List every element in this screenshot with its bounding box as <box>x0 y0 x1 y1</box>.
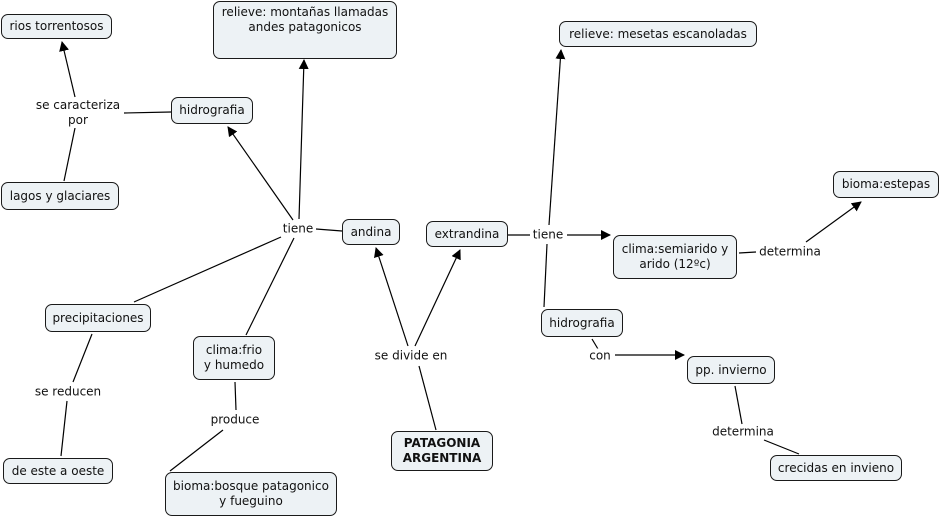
line-hidro-to-secaracteriza <box>123 111 172 114</box>
arrow-to-relieve-andes <box>298 59 309 220</box>
line-andina-to-tiene <box>315 228 343 232</box>
link-se-divide-en[interactable]: se divide en <box>372 348 450 364</box>
node-relieve-andes[interactable]: relieve: montañas llamadas andes patagon… <box>213 1 397 59</box>
node-relieve-mesetas[interactable]: relieve: mesetas escanoladas <box>559 21 757 47</box>
line-sereducen-to-este <box>60 400 68 457</box>
line-determina-to-crecidas <box>763 439 800 455</box>
line-hidro-to-con <box>591 338 599 350</box>
node-rios-torrentosos[interactable]: rios torrentosos <box>1 14 112 39</box>
link-produce[interactable]: produce <box>208 412 262 428</box>
line-precip-to-sereducen <box>72 333 93 383</box>
line-secaracteriza-to-lagos <box>63 127 76 182</box>
node-hidrografia-extrandina[interactable]: hidrografia <box>541 309 623 337</box>
node-clima-semiarido[interactable]: clima:semiarido y arido (12ºc) <box>613 235 737 279</box>
link-se-caracteriza-por[interactable]: se caracteriza por <box>33 98 123 128</box>
line-produce-to-bosque <box>169 429 224 472</box>
line-climasemi-to-determina <box>738 251 757 254</box>
link-con[interactable]: con <box>587 348 613 364</box>
line-tiene-to-precip <box>133 236 282 303</box>
arrow-to-estepas <box>805 201 862 243</box>
node-precipitaciones[interactable]: precipitaciones <box>45 304 151 332</box>
node-andina[interactable]: andina <box>342 219 400 245</box>
link-tiene-extrandina[interactable]: tiene <box>530 227 566 243</box>
arrow-to-extrandina <box>414 249 461 347</box>
link-determina-crecidas[interactable]: determina <box>710 424 776 440</box>
link-determina-estepas[interactable]: determina <box>757 244 823 260</box>
node-bioma-estepas[interactable]: bioma:estepas <box>833 171 939 198</box>
node-hidrografia-andina[interactable]: hidrografia <box>171 97 253 124</box>
line-pp-to-determina <box>734 385 743 425</box>
node-extrandina[interactable]: extrandina <box>426 221 508 247</box>
node-pp-invierno[interactable]: pp. invierno <box>687 356 775 384</box>
line-root-to-sedivide <box>418 365 437 431</box>
link-se-reducen[interactable]: se reducen <box>32 384 104 400</box>
node-clima-frio[interactable]: clima:frio y humedo <box>193 336 275 380</box>
node-patagonia-argentina[interactable]: PATAGONIA ARGENTINA <box>391 431 493 471</box>
node-lagos-glaciares[interactable]: lagos y glaciares <box>1 182 119 210</box>
line-tiene-to-hidro-right <box>543 243 548 308</box>
link-tiene-andina[interactable]: tiene <box>280 221 316 237</box>
line-tiene-to-climafrio <box>245 237 295 336</box>
arrow-to-mesetas <box>548 49 566 226</box>
node-de-este-a-oeste[interactable]: de este a oeste <box>3 458 113 484</box>
arrow-to-hidro-left <box>227 126 294 221</box>
node-crecidas[interactable]: crecidas en invieno <box>770 455 902 481</box>
arrow-to-rios <box>59 41 76 98</box>
arrow-to-andina <box>374 247 409 347</box>
line-climafrio-to-produce <box>234 381 237 411</box>
node-bioma-bosque[interactable]: bioma:bosque patagonico y fueguino <box>165 472 337 516</box>
